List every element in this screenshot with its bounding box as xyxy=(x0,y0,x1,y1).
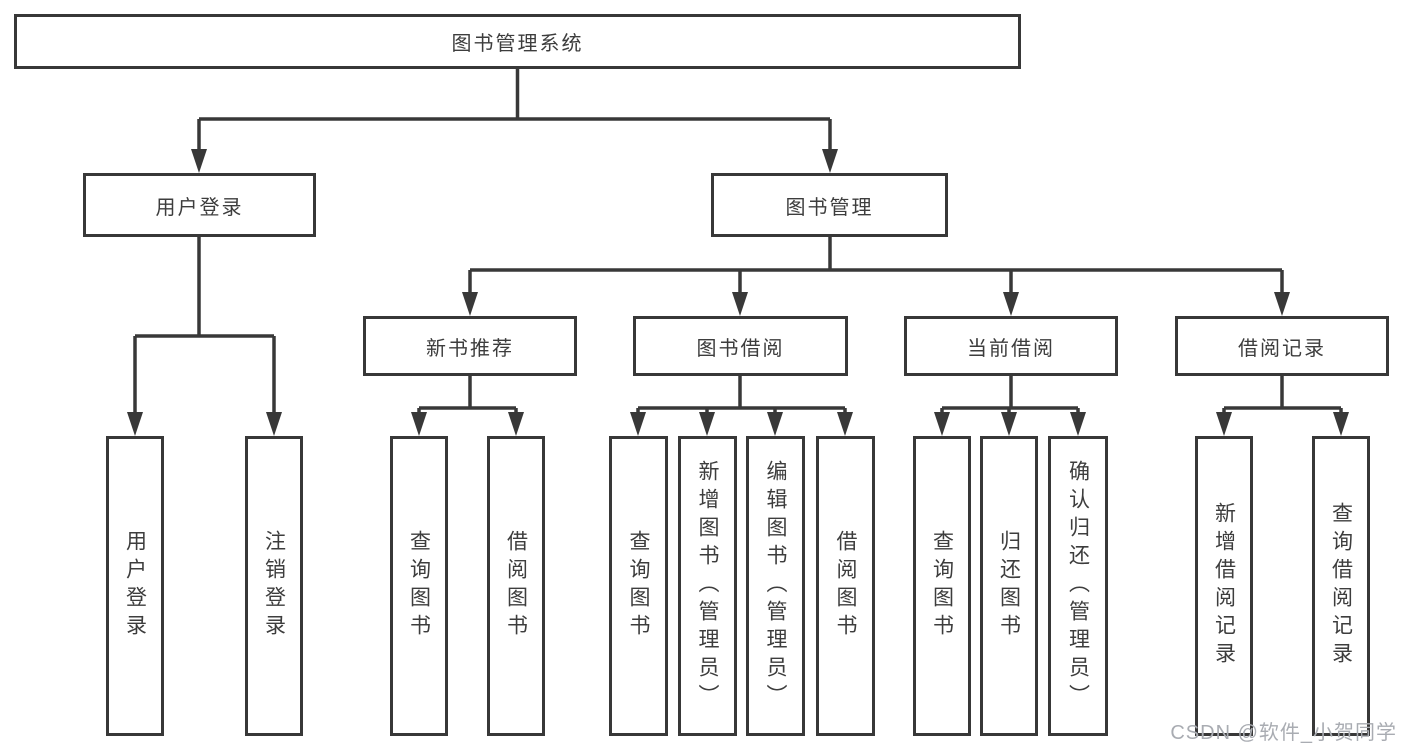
leaf-confirm-return-admin-label: 确认归还（管理员） xyxy=(1066,460,1090,712)
leaf-user-login: 用户登录 xyxy=(106,436,164,736)
leaf-query-books-recommend-label: 查询图书 xyxy=(407,530,431,642)
leaf-borrow-books-recommend: 借阅图书 xyxy=(487,436,545,736)
connector-user-login xyxy=(127,237,282,436)
node-book-borrowing-label: 图书借阅 xyxy=(696,337,785,360)
node-borrowing-records: 借阅记录 xyxy=(1175,316,1389,376)
leaf-return-books: 归还图书 xyxy=(980,436,1038,736)
node-library-system: 图书管理系统 xyxy=(14,14,1021,69)
leaf-add-borrow-record-label: 新增借阅记录 xyxy=(1212,502,1236,670)
leaf-query-books-current: 查询图书 xyxy=(913,436,971,736)
connector-root xyxy=(191,69,838,173)
node-library-system-label: 图书管理系统 xyxy=(451,33,584,55)
connector-borrowing-records xyxy=(1216,376,1349,436)
leaf-borrow-books-recommend-label: 借阅图书 xyxy=(504,530,528,642)
node-new-book-recommendation: 新书推荐 xyxy=(363,316,577,376)
leaf-query-books-borrowing: 查询图书 xyxy=(609,436,668,736)
leaf-user-login-label: 用户登录 xyxy=(123,530,147,642)
node-borrowing-records-label: 借阅记录 xyxy=(1238,337,1326,360)
leaf-query-books-current-label: 查询图书 xyxy=(930,530,954,642)
watermark: CSDN @软件_小贺同学 xyxy=(1170,722,1397,744)
node-current-borrowing: 当前借阅 xyxy=(904,316,1118,376)
node-current-borrowing-label: 当前借阅 xyxy=(967,337,1055,360)
leaf-edit-book-admin: 编辑图书（管理员） xyxy=(746,436,805,736)
node-new-book-recommendation-label: 新书推荐 xyxy=(426,337,514,360)
leaf-add-borrow-record: 新增借阅记录 xyxy=(1195,436,1253,736)
connector-book-borrowing xyxy=(630,376,853,436)
connector-new-book-recommendation xyxy=(411,376,524,436)
leaf-query-borrow-record-label: 查询借阅记录 xyxy=(1329,502,1353,670)
leaf-add-book-admin-label: 新增图书（管理员） xyxy=(696,460,719,712)
node-book-management-label: 图书管理 xyxy=(785,196,874,219)
node-book-management: 图书管理 xyxy=(711,173,948,237)
leaf-add-book-admin: 新增图书（管理员） xyxy=(678,436,737,736)
leaf-edit-book-admin-label: 编辑图书（管理员） xyxy=(764,460,787,712)
node-user-login-label: 用户登录 xyxy=(155,196,244,219)
node-book-borrowing: 图书借阅 xyxy=(633,316,848,376)
leaf-logout: 注销登录 xyxy=(245,436,303,736)
node-user-login: 用户登录 xyxy=(83,173,316,237)
leaf-confirm-return-admin: 确认归还（管理员） xyxy=(1048,436,1108,736)
leaf-logout-label: 注销登录 xyxy=(262,530,286,642)
leaf-query-books-recommend: 查询图书 xyxy=(390,436,448,736)
connector-book-management xyxy=(462,237,1290,316)
leaf-query-borrow-record: 查询借阅记录 xyxy=(1312,436,1370,736)
leaf-return-books-label: 归还图书 xyxy=(997,530,1021,642)
leaf-borrow-books-borrowing-label: 借阅图书 xyxy=(834,530,857,642)
leaf-borrow-books-borrowing: 借阅图书 xyxy=(816,436,875,736)
leaf-query-books-borrowing-label: 查询图书 xyxy=(627,530,650,642)
connector-current-borrowing xyxy=(934,376,1086,436)
